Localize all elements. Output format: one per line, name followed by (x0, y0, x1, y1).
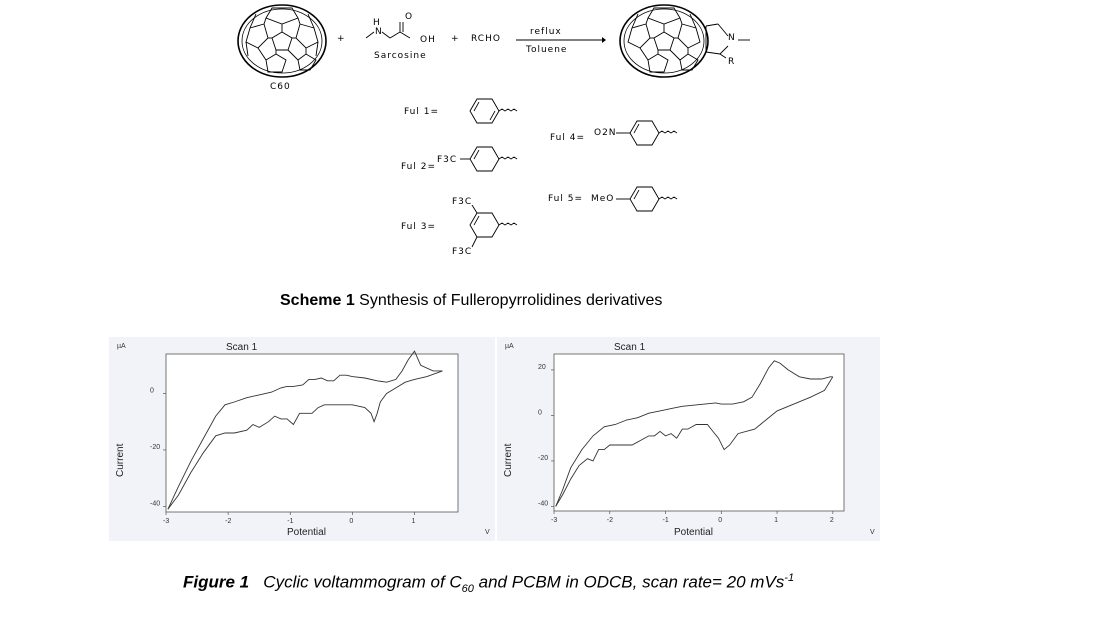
reflux-label: reflux (530, 27, 562, 37)
plus-sign: + (337, 34, 346, 44)
ful2-label: Ful 2= (401, 162, 437, 172)
cv-series-line-1 (555, 360, 833, 507)
ful4-o2n-label: O2N (594, 128, 617, 138)
ful5-meo-label: MeO (591, 194, 615, 204)
reaction-arrow-icon (516, 37, 606, 43)
sarcosine-oh-label: OH (420, 35, 436, 45)
sarcosine-label: Sarcosine (374, 51, 427, 61)
figure-caption-pre: Cyclic voltammogram of C (263, 572, 462, 592)
scheme-caption-text: Synthesis of Fulleropyrrolidines derivat… (359, 292, 663, 309)
cv-chart-c60: Scan 1 µA V Potential Current -3 -2 -1 0 1 0 -20 -40 (115, 342, 490, 538)
x-unit-label: V (870, 529, 875, 536)
figure-caption-bold: Figure 1 (183, 572, 250, 592)
y-axis-label: Current (503, 443, 514, 477)
x-axis-label: Potential (287, 527, 326, 538)
x-tick-label: 0 (718, 517, 722, 524)
figure-caption-sub: 60 (461, 583, 474, 596)
plot-area (553, 353, 845, 512)
ful2-aryl-icon (460, 146, 518, 172)
sarcosine-o-label: O (405, 12, 414, 22)
product-r-label: R (728, 57, 736, 67)
ful2-f3c-label: F3C (437, 155, 458, 165)
fulleropyrrolidine-product-icon (619, 4, 750, 78)
sarcosine-h-label: H (373, 18, 381, 28)
x-tick-label: -3 (551, 517, 557, 524)
toluene-label: Toluene (526, 45, 568, 55)
ful4-label: Ful 4= (550, 133, 586, 143)
x-tick-label: 1 (412, 518, 416, 525)
ful3-f3c-bottom-label: F3C (452, 247, 473, 257)
x-tick-label: 2 (830, 517, 834, 524)
cv-panel-left: Scan 1 µA V Potential Current -3 -2 -1 0 1 0 -20 -40 (109, 337, 495, 541)
x-tick-label: -2 (607, 517, 613, 524)
ful1-label: Ful 1= (404, 107, 440, 117)
ful3-label: Ful 3= (401, 222, 437, 232)
figure-caption-sup: -1 (784, 572, 795, 584)
c60-label: C60 (270, 82, 291, 92)
x-unit-label: V (485, 529, 490, 536)
ful5-aryl-icon (616, 186, 678, 212)
ful5-label: Ful 5= (548, 194, 584, 204)
x-axis-label: Potential (674, 527, 713, 538)
sarcosine-n-label: N (375, 27, 383, 37)
figure-caption: Figure 1 Cyclic voltammogram of C60 and … (183, 572, 794, 595)
scheme-caption-bold: Scheme 1 (280, 292, 355, 309)
y-axis-label: Current (115, 443, 126, 477)
c60-fullerene-icon (237, 4, 327, 78)
y-unit-label: µA (505, 343, 514, 350)
y-tick-label: 20 (538, 364, 546, 371)
x-tick-label: -1 (287, 518, 293, 525)
y-tick-label: -20 (150, 444, 160, 451)
ful1-phenyl-icon (469, 98, 518, 124)
cv-series-line-2 (167, 370, 443, 510)
y-tick-label: -40 (538, 500, 548, 507)
y-tick-label: 0 (150, 388, 154, 395)
y-tick-label: -20 (538, 455, 548, 462)
x-tick-label: -2 (225, 518, 231, 525)
ful3-aryl-icon (469, 205, 518, 248)
x-tick-label: -1 (663, 517, 669, 524)
ful4-aryl-icon (616, 120, 678, 146)
cv-chart-pcbm: Scan 1 µA V Potential Current -3 -2 -1 0 1 2 20 0 -20… (503, 342, 875, 538)
plot-area (165, 353, 459, 513)
rcho-label: RCHO (471, 34, 501, 44)
plus-sign-2: + (451, 34, 460, 44)
product-n-label: N (728, 33, 736, 43)
y-tick-label: -40 (150, 500, 160, 507)
cv-series-line-1 (167, 350, 443, 510)
sarcosine-structure-icon (365, 22, 411, 39)
y-unit-label: µA (117, 343, 126, 350)
x-tick-label: 0 (349, 518, 353, 525)
x-tick-label: 1 (774, 517, 778, 524)
x-tick-label: -3 (163, 518, 169, 525)
figure-caption-mid: and PCBM in ODCB, scan rate= 20 mVs (473, 572, 785, 592)
cv-series-line-2 (555, 376, 834, 507)
y-tick-label: 0 (538, 409, 542, 416)
chart-title: Scan 1 (614, 342, 646, 353)
cv-panel-right: Scan 1 µA V Potential Current -3 -2 -1 0 1 2 20 0 -20… (497, 337, 880, 541)
scheme-caption: Scheme 1 Synthesis of Fulleropyrrolidine… (280, 292, 662, 310)
ful3-f3c-top-label: F3C (452, 197, 473, 207)
chart-title: Scan 1 (226, 342, 258, 353)
